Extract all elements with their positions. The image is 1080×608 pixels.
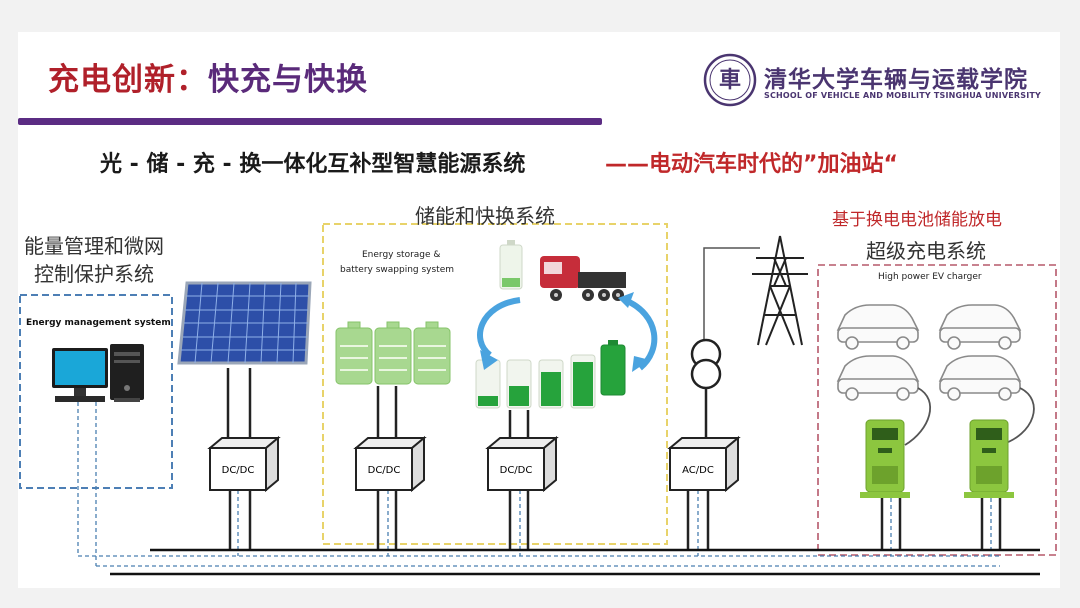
converter-label-dc1: DC/DC bbox=[222, 465, 255, 476]
storage-battery-icon bbox=[335, 321, 451, 385]
swap-battery-top-icon bbox=[499, 240, 523, 290]
converter-label-dc3: DC/DC bbox=[500, 465, 533, 476]
subtitle-accent: ——电动汽车时代的”加油站“ bbox=[605, 152, 898, 177]
car-icon bbox=[836, 304, 1022, 401]
slide-title: 充电创新：快充与快换 bbox=[48, 54, 368, 99]
arrow-head-right-icon bbox=[632, 356, 650, 372]
university-name-en: SCHOOL OF VEHICLE AND MOBILITY TSINGHUA … bbox=[764, 91, 1042, 100]
feeder-lines bbox=[226, 368, 1002, 550]
ems-label-line1: 能量管理和微网 bbox=[24, 234, 164, 258]
charging-label: 超级充电系统 bbox=[866, 239, 986, 263]
grid-power-line bbox=[703, 247, 760, 345]
converter-box-1 bbox=[207, 435, 281, 493]
converter-box-3 bbox=[485, 435, 559, 493]
title-part2: 快充与快换 bbox=[208, 62, 368, 98]
ems-box-caption: Energy management system bbox=[26, 318, 171, 328]
transformer-icon bbox=[690, 338, 722, 442]
converter-label-dc2: DC/DC bbox=[368, 465, 401, 476]
university-logo-glyph: 車 bbox=[719, 68, 742, 93]
university-name-cn: 清华大学车辆与运载学院 bbox=[764, 67, 1028, 93]
swap-cycle-arrows-icon bbox=[477, 297, 658, 371]
communication-lines bbox=[77, 402, 1000, 567]
transmission-tower-icon bbox=[752, 235, 808, 346]
charging-box-caption: High power EV charger bbox=[878, 272, 982, 282]
ems-label-line2: 控制保护系统 bbox=[34, 262, 154, 286]
converter-label-ac1: AC/DC bbox=[682, 465, 714, 476]
ev-charger-icon bbox=[860, 419, 1014, 498]
arrow-head-top-icon bbox=[618, 292, 634, 308]
dc-bus-lines bbox=[110, 548, 1040, 576]
battery-truck-icon bbox=[540, 256, 626, 301]
storage-label: 储能和快换系统 bbox=[415, 204, 555, 228]
charging-label-red: 基于换电电池储能放电 bbox=[832, 210, 1002, 230]
title-part1: 充电创新： bbox=[48, 62, 208, 98]
title-rule bbox=[18, 118, 602, 125]
storage-caption-line2: battery swapping system bbox=[340, 265, 455, 275]
converter-box-2 bbox=[353, 435, 427, 493]
arrow-head-left-icon bbox=[480, 350, 498, 370]
computer-icon bbox=[52, 344, 144, 402]
solar-panel-icon bbox=[177, 281, 312, 365]
storage-caption-line1: Energy storage & bbox=[362, 250, 441, 260]
charging-cable bbox=[904, 387, 1035, 446]
university-logo-icon bbox=[703, 53, 757, 107]
subtitle-main: 光 - 储 - 充 - 换一体化互补型智慧能源系统 bbox=[100, 152, 526, 177]
converter-box-4 bbox=[667, 435, 741, 493]
storage-dashed-box bbox=[322, 223, 668, 545]
swap-battery-row-icon bbox=[475, 340, 626, 409]
